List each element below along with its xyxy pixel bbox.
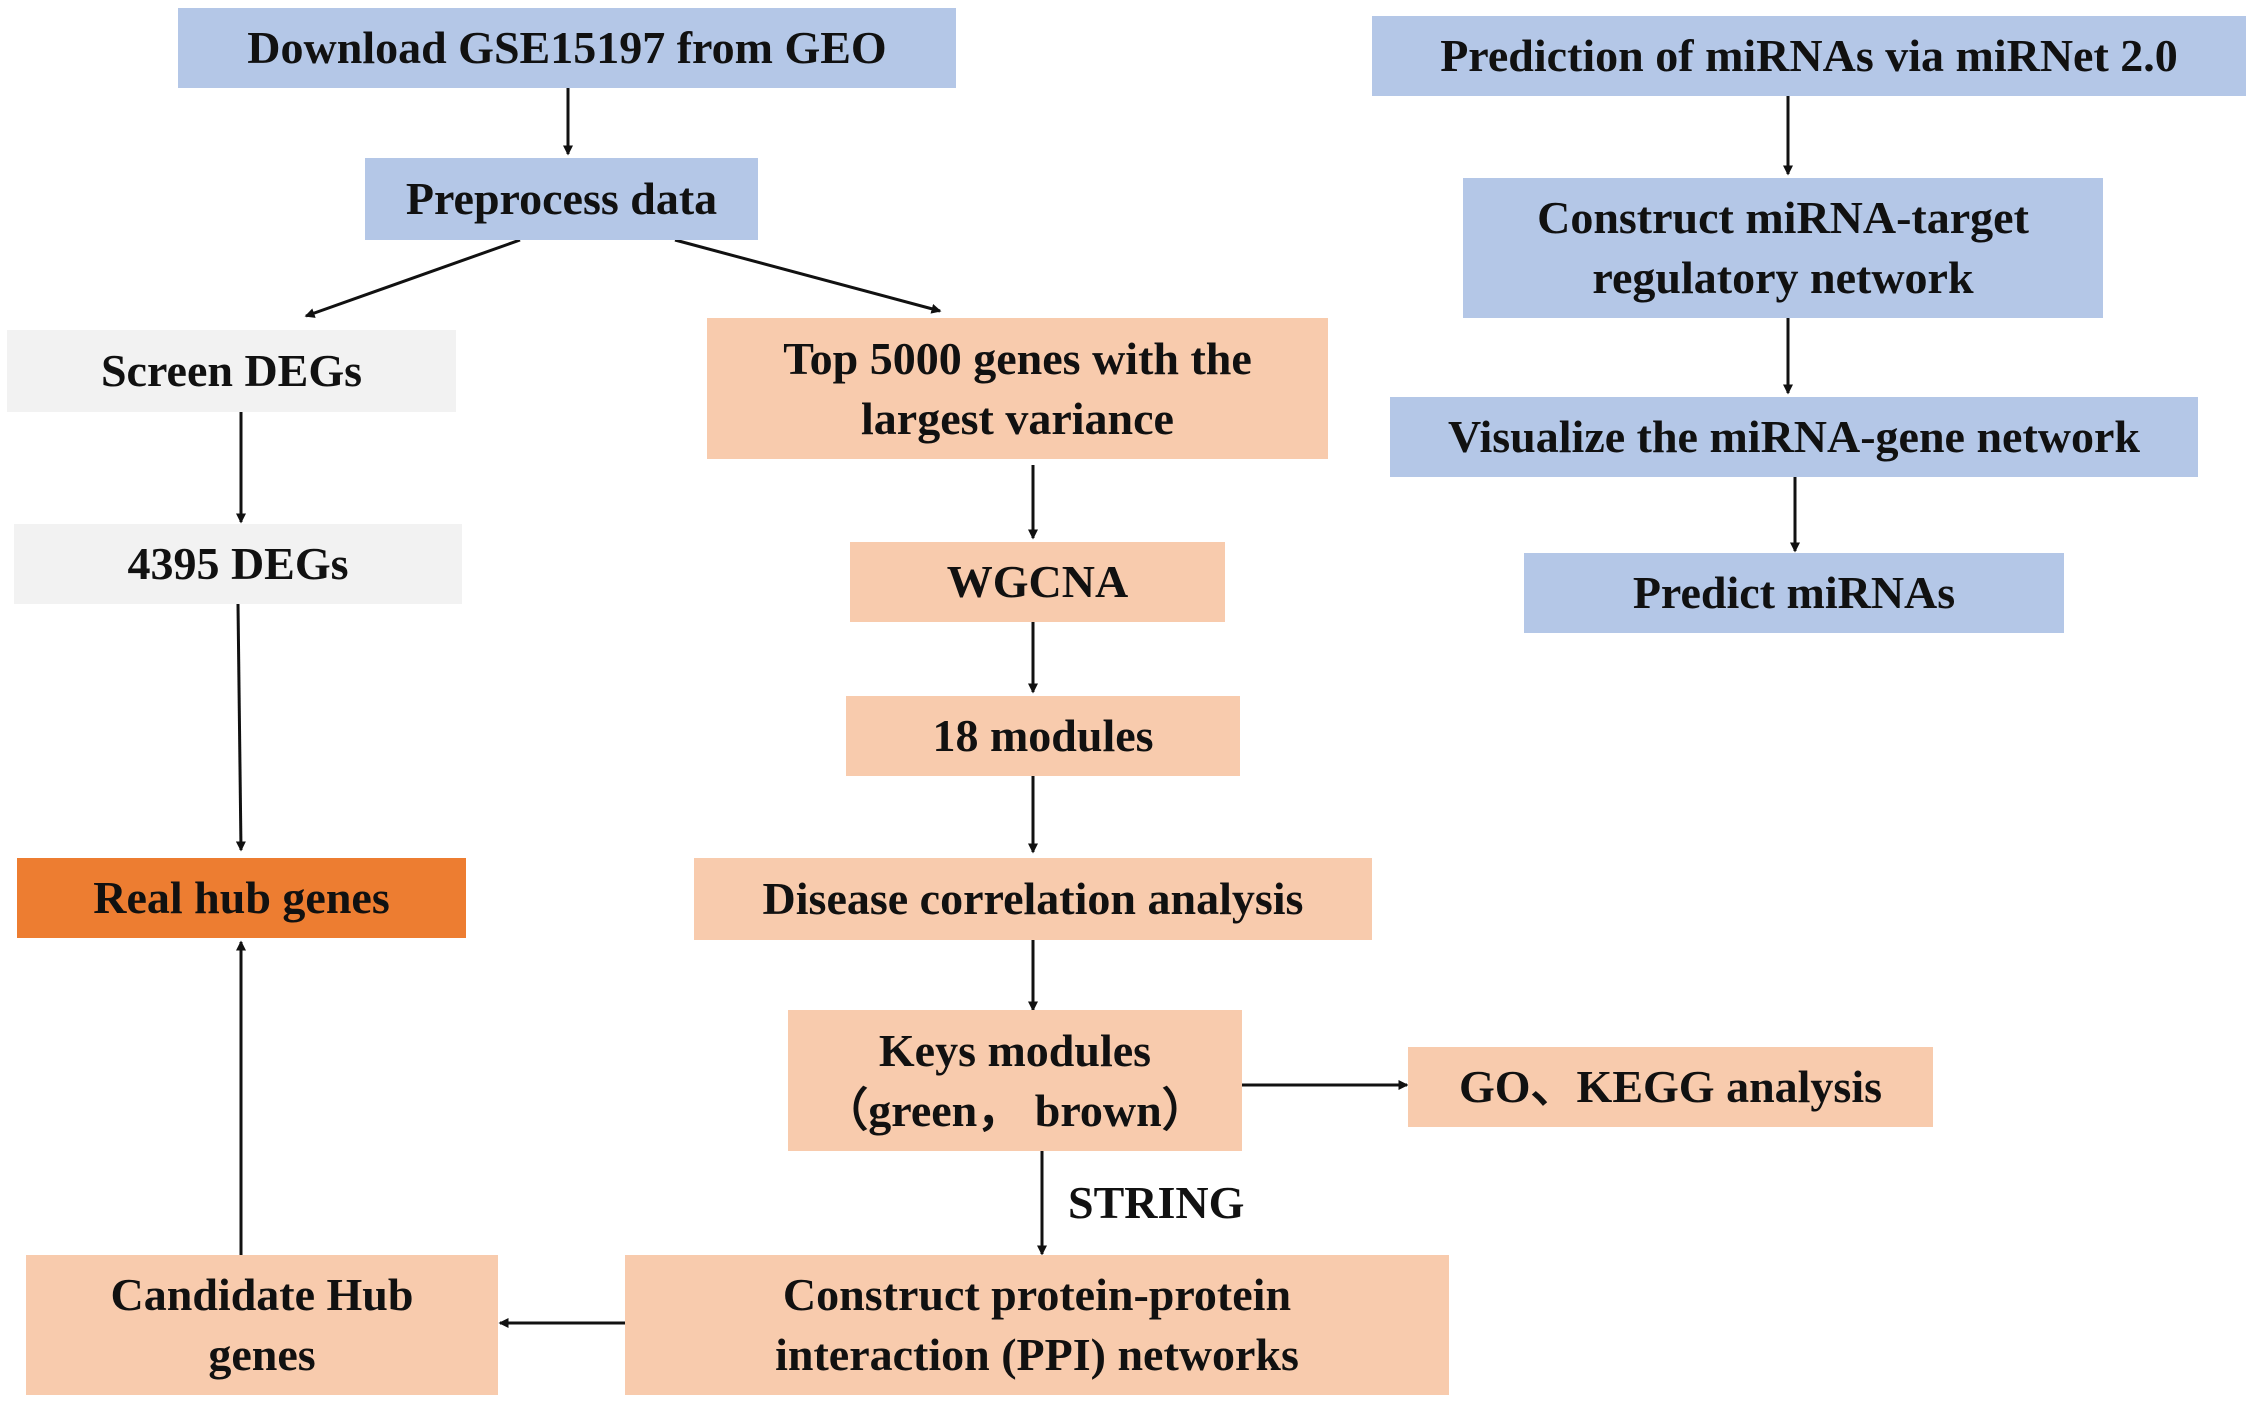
- node-download-gse15197: Download GSE15197 from GEO: [178, 8, 956, 88]
- node-4395-degs: 4395 DEGs: [14, 524, 462, 604]
- arrow-preprocess-to-screen: [304, 238, 521, 318]
- node-construct-ppi: Construct protein-protein interaction (P…: [625, 1255, 1449, 1395]
- node-wgcna: WGCNA: [850, 542, 1225, 622]
- node-disease-correlation: Disease correlation analysis: [694, 858, 1372, 940]
- node-key-modules: Keys modules （green， brown）: [788, 1010, 1242, 1151]
- node-preprocess-data: Preprocess data: [365, 158, 758, 240]
- node-18-modules: 18 modules: [846, 696, 1240, 776]
- node-construct-mirna-network: Construct miRNA-target regulatory networ…: [1463, 178, 2103, 318]
- edge-label-string: STRING: [1068, 1177, 1245, 1228]
- node-predict-mirnas: Predict miRNAs: [1524, 553, 2064, 633]
- node-screen-degs: Screen DEGs: [7, 330, 456, 412]
- node-mirnet-prediction: Prediction of miRNAs via miRNet 2.0: [1372, 16, 2246, 96]
- node-visualize-network: Visualize the miRNA-gene network: [1390, 397, 2198, 477]
- node-go-kegg-analysis: GO、KEGG analysis: [1408, 1047, 1933, 1127]
- node-real-hub-genes: Real hub genes: [17, 858, 466, 938]
- node-candidate-hub-genes: Candidate Hub genes: [26, 1255, 498, 1395]
- arrow-degs-to-real-hub: [235, 603, 246, 852]
- node-top-5000-genes: Top 5000 genes with the largest variance: [707, 318, 1328, 459]
- arrow-preprocess-to-top5000: [674, 238, 942, 314]
